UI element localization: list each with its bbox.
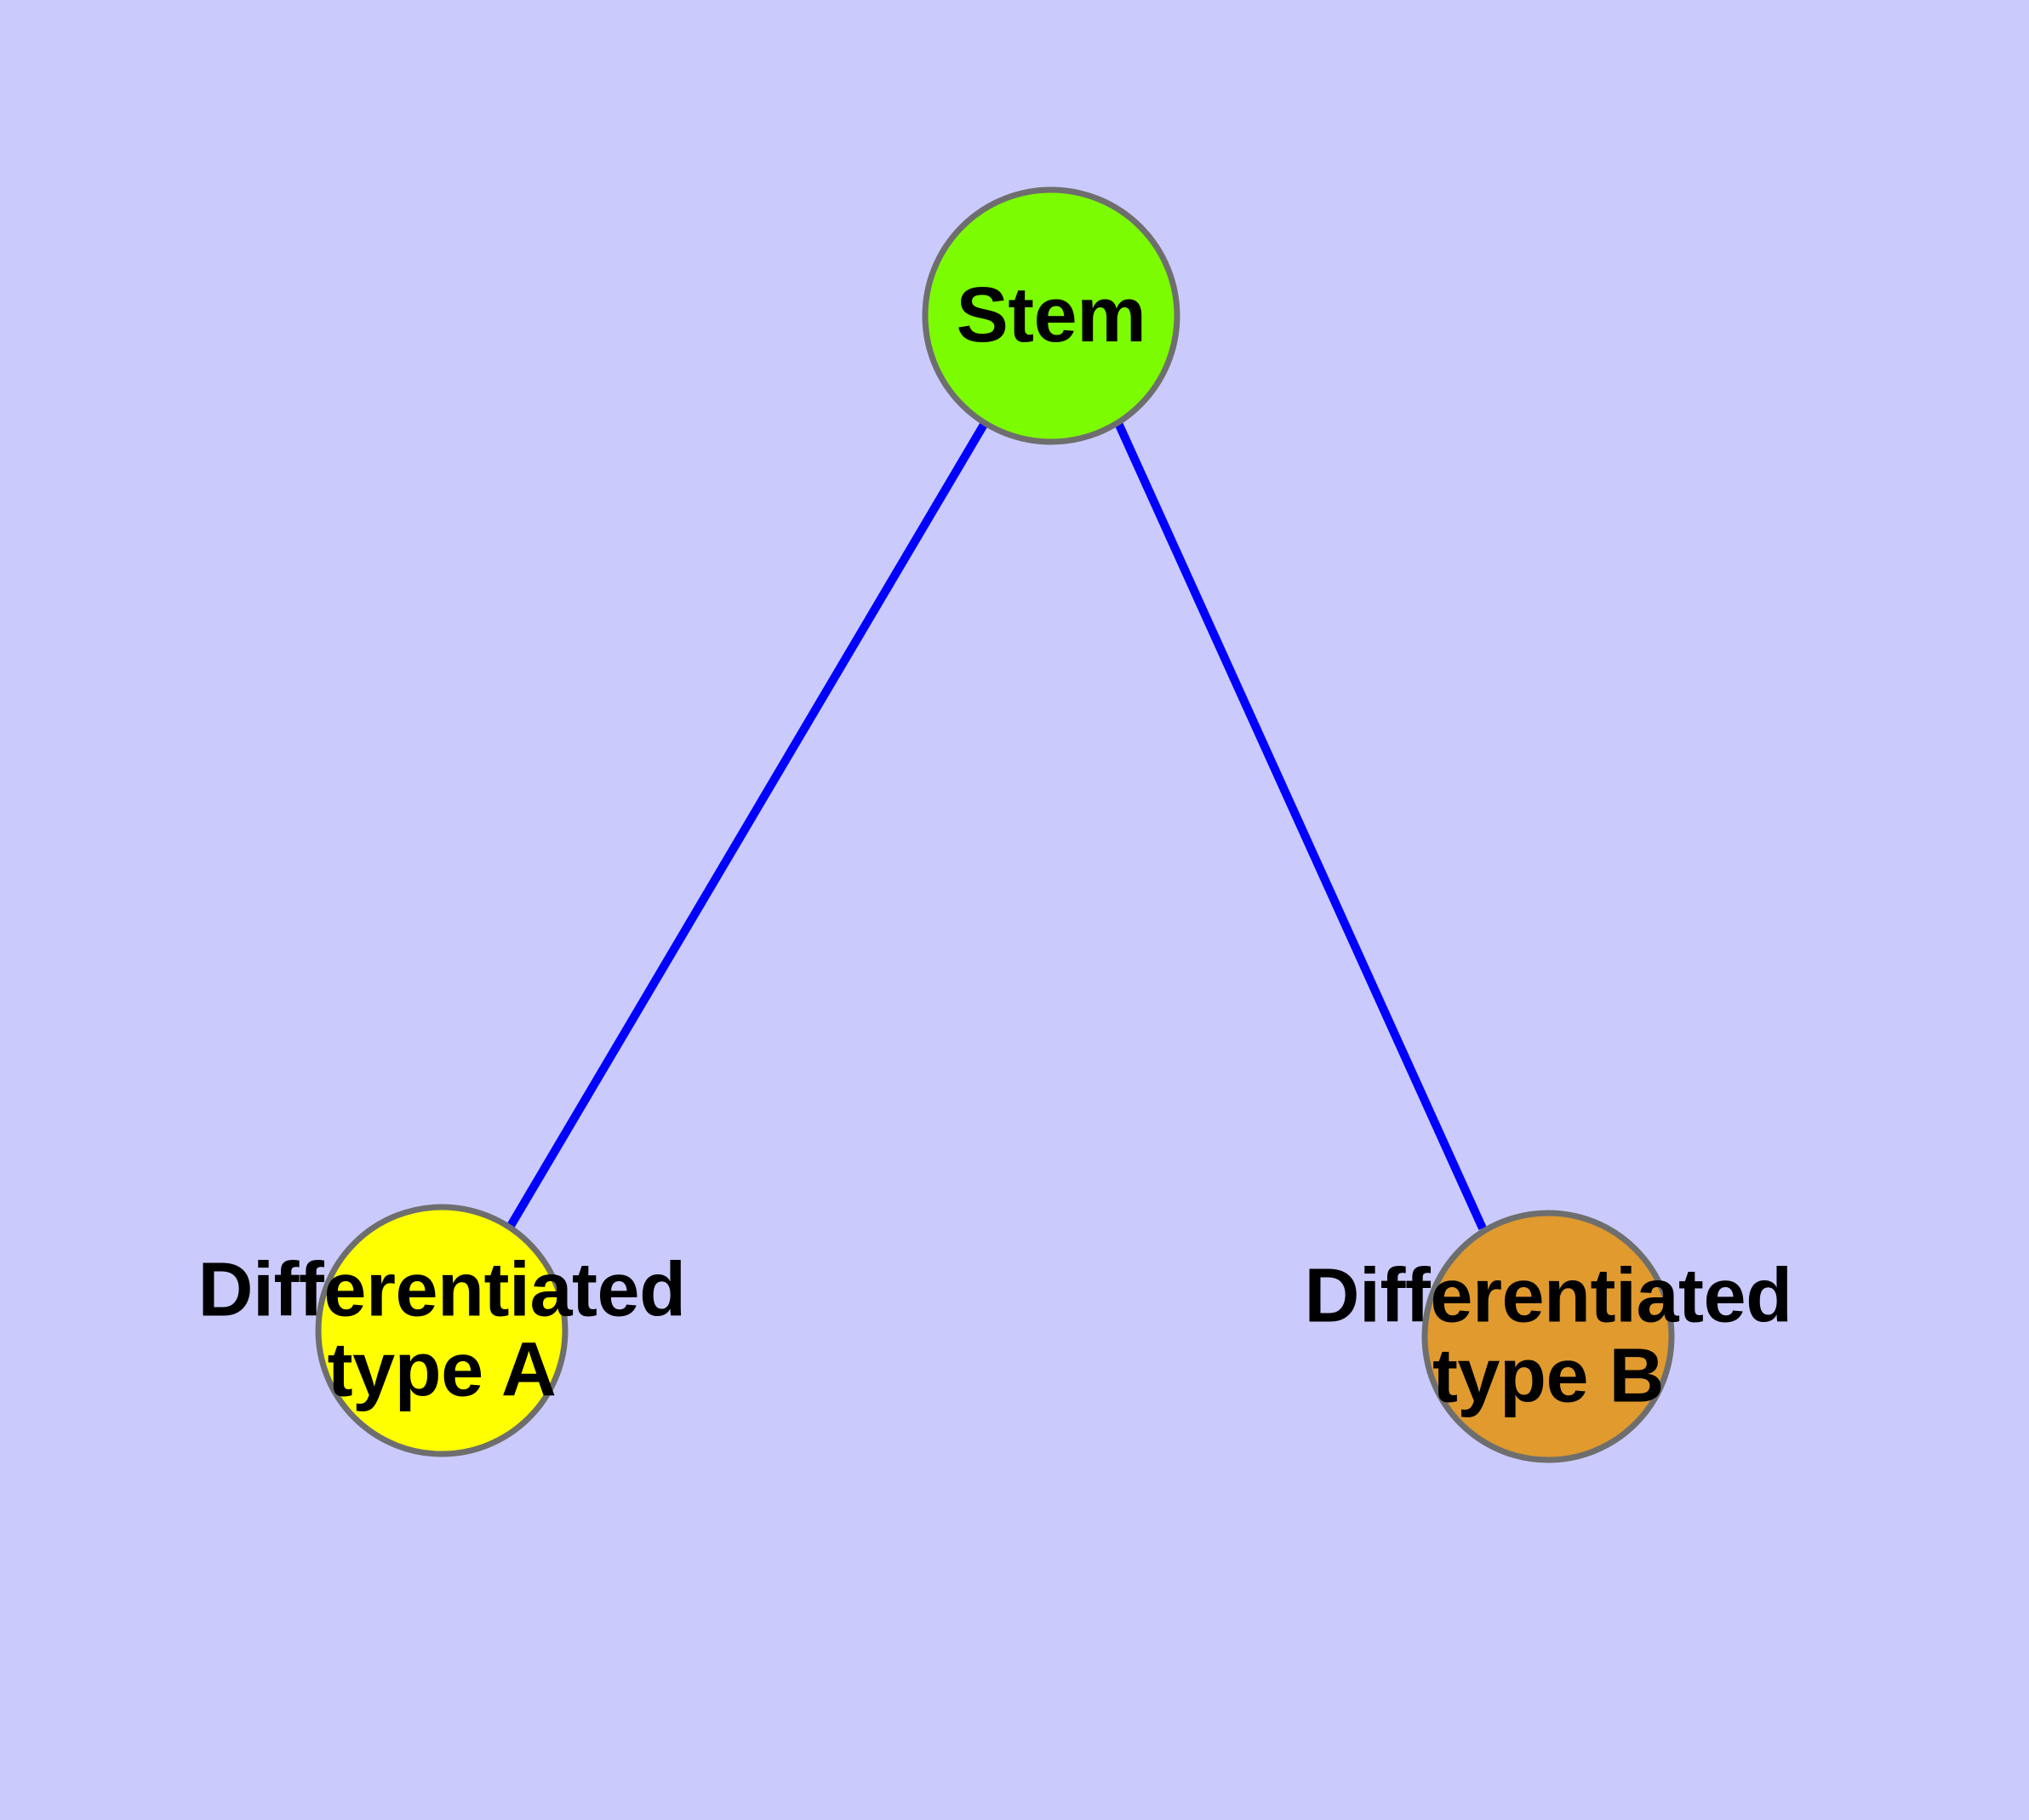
node-circle-differentiated-type-b[interactable] <box>1421 1210 1675 1463</box>
node-circle-stem[interactable] <box>922 186 1180 445</box>
edge-layer <box>506 421 1487 1231</box>
node-circle-differentiated-type-a[interactable] <box>315 1204 569 1457</box>
edge-stem-to-differentiated-type-b <box>1114 421 1487 1231</box>
node-layer <box>315 186 1675 1463</box>
edge-stem-to-differentiated-type-a <box>506 421 989 1228</box>
